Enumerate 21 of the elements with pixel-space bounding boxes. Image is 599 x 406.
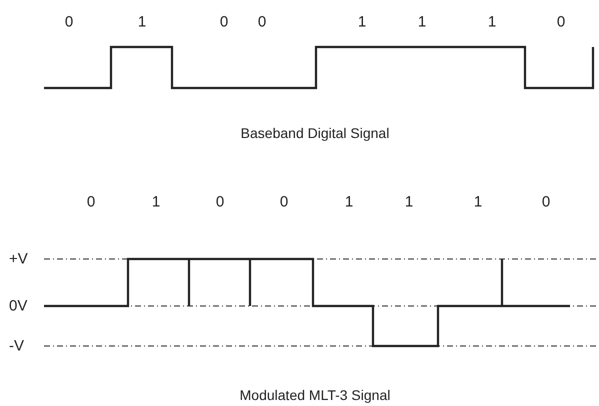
caption: Modulated MLT-3 Signal [240, 388, 390, 402]
bit-value: 1 [358, 14, 366, 30]
bit-value: 0 [64, 14, 74, 30]
bit-value: 1 [418, 14, 426, 30]
bit-value: 1 [152, 194, 160, 210]
bit-value: 1 [404, 194, 414, 210]
bit-value: 0 [86, 194, 96, 210]
bit-value: 1 [488, 14, 496, 30]
bit-value: 1 [138, 14, 146, 30]
bit-value: 0 [220, 14, 228, 30]
voltage-level-label: 0V [9, 298, 28, 314]
bit-value: 0 [280, 194, 288, 210]
voltage-level-label: +V [9, 252, 28, 266]
bit-value: 0 [556, 14, 566, 30]
bit-value: 1 [474, 194, 482, 210]
bit-value: 0 [258, 14, 266, 30]
bit-value: 1 [344, 194, 354, 210]
bit-value: 0 [542, 194, 550, 210]
voltage-level-label: -V [9, 338, 24, 354]
caption: Baseband Digital Signal [240, 126, 390, 140]
bit-value: 0 [216, 194, 224, 210]
